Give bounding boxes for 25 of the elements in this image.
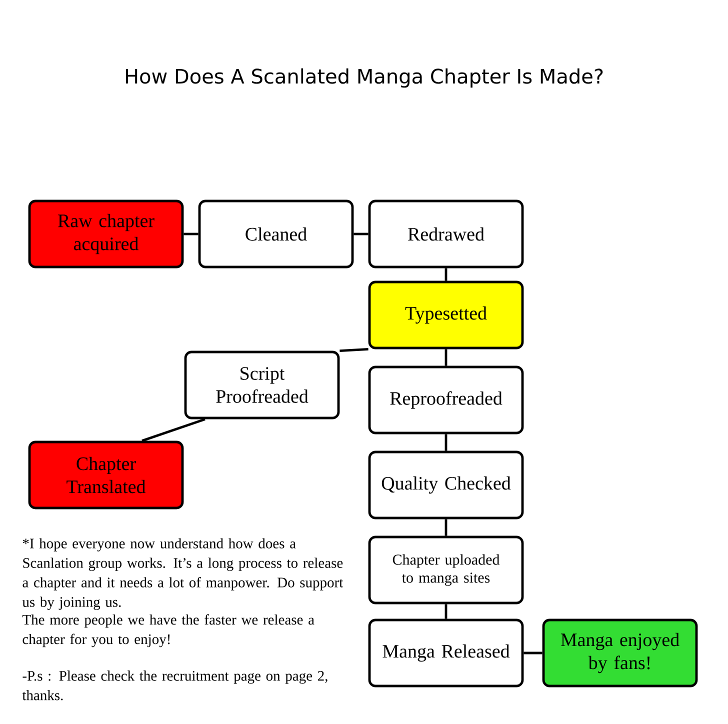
note-text: The more people we have the faster we release a chapter for you to enjoy!: [22, 614, 314, 648]
connector-line: [444, 434, 448, 451]
connector-line: [444, 519, 448, 536]
connector-line: [142, 418, 206, 442]
process-box: Script Proofreaded: [184, 350, 340, 420]
connector-line: [524, 652, 542, 654]
process-box: Quality Checked: [368, 450, 524, 520]
process-box: Manga enjoyed by fans!: [542, 618, 698, 688]
connector-line: [444, 268, 448, 281]
connector-line: [340, 348, 368, 352]
note-text: *I hope everyone now understand how does a Scanlation group works. It’s a long process to release a chapter and it needs a lot of manpower. Do support us by joining us.: [22, 538, 344, 610]
connector-line: [444, 349, 448, 366]
process-box: Chapter Translated: [28, 440, 184, 510]
process-box: Manga Released: [368, 618, 524, 688]
process-box: Redrawed: [368, 200, 524, 268]
connector-line: [444, 604, 448, 619]
title: How Does A Scanlated Manga Chapter Is Made?: [126, 68, 603, 88]
process-box: Chapter uploaded to manga sites: [368, 536, 524, 604]
connector-line: [354, 232, 368, 236]
connector-line: [184, 232, 198, 236]
process-box: Raw chapter acquired: [28, 200, 184, 268]
process-box: Reproofreaded: [368, 366, 524, 434]
process-box: Typesetted: [368, 280, 524, 350]
process-box: Cleaned: [198, 200, 354, 268]
note-text: -P.s : Please check the recruitment page on page 2, thanks.: [22, 670, 328, 700]
